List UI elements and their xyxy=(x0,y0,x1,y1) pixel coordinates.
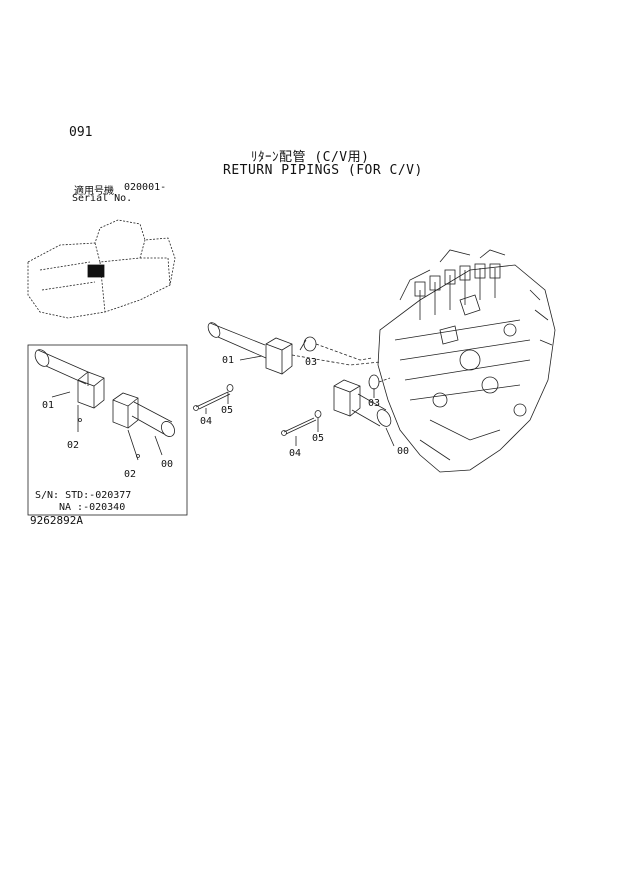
inset-callout-02a: 02 xyxy=(67,440,79,451)
serial-label-japanese: 適用号機 xyxy=(74,186,114,197)
main-callout-05-lower: 05 xyxy=(312,433,324,444)
main-callout-04-lower: 04 xyxy=(289,448,301,459)
serial-label-english: Serial No. xyxy=(72,193,133,204)
title-english: RETURN PIPINGS (FOR C/V) xyxy=(223,163,423,178)
washer-05-upper xyxy=(226,384,234,392)
main-callout-03-top: 03 xyxy=(305,357,317,368)
inset-callout-00: 00 xyxy=(161,459,173,470)
highlighted-valve-icon xyxy=(87,264,105,278)
machine-thumbnail xyxy=(27,219,176,319)
oring-03-top xyxy=(303,336,317,352)
inset-callout-02b: 02 xyxy=(124,469,136,480)
oring-03-lower xyxy=(368,374,380,390)
inset-callout-01: 01 xyxy=(42,400,54,411)
main-pipe-00 xyxy=(333,379,392,427)
page-number: 091 xyxy=(69,125,93,140)
control-valve-assembly xyxy=(377,249,556,473)
inset-pipe-00 xyxy=(112,392,175,437)
inset-frame xyxy=(27,344,188,516)
inset-serial-na: NA :-020340 xyxy=(59,502,126,513)
main-pipe-01 xyxy=(207,322,293,375)
main-callout-01: 01 xyxy=(222,355,234,366)
inset-serial-std: S/N: STD:-020377 xyxy=(35,490,132,501)
main-callout-05-upper: 05 xyxy=(221,405,233,416)
main-callout-03-lower: 03 xyxy=(368,398,380,409)
bolt-04-upper xyxy=(195,391,231,410)
serial-range: 020001- xyxy=(124,182,167,193)
main-callout-00: 00 xyxy=(397,446,409,457)
drawing-number: 9262892A xyxy=(30,514,83,527)
washer-05-lower xyxy=(314,410,322,418)
main-callout-04-upper: 04 xyxy=(200,416,212,427)
inset-pipe-01 xyxy=(34,349,105,409)
bolt-04-lower xyxy=(283,417,317,435)
title-japanese: ﾘﾀｰﾝ配管 (C/V用) xyxy=(251,150,370,165)
